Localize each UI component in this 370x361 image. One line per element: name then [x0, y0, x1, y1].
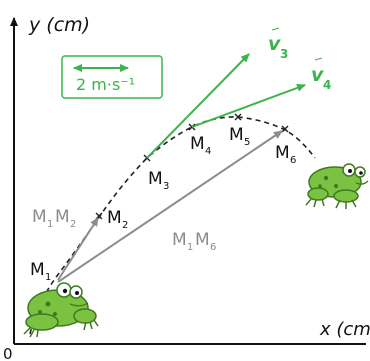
- svg-text:M: M: [190, 134, 205, 154]
- marker-m6: [281, 125, 289, 133]
- y-axis-label: y (cm): [28, 14, 90, 36]
- vector-v4: [191, 84, 306, 128]
- svg-text:1: 1: [45, 272, 51, 283]
- label-m3: M 3: [148, 169, 169, 192]
- svg-text:v: v: [311, 64, 324, 86]
- svg-text:M: M: [195, 230, 210, 250]
- label-m5: M 5: [229, 125, 250, 148]
- label-m2: M 2: [107, 208, 128, 231]
- vector-v3: [146, 53, 250, 159]
- label-m1m6: M 1 M 6: [172, 230, 216, 253]
- svg-text:3: 3: [163, 181, 169, 192]
- svg-text:1: 1: [47, 219, 53, 230]
- scale-label: 2 m·s⁻¹: [76, 75, 135, 94]
- svg-text:M: M: [107, 208, 122, 228]
- svg-text:6: 6: [210, 242, 216, 253]
- svg-text:5: 5: [244, 137, 250, 148]
- svg-text:3: 3: [280, 47, 288, 61]
- label-m6: M 6: [275, 143, 296, 166]
- frog-start-illustration: [23, 282, 99, 338]
- label-v4: v 4: [311, 57, 331, 92]
- svg-text:M: M: [172, 230, 187, 250]
- label-m1m2: M 1 M 2: [32, 207, 76, 230]
- position-markers: [95, 113, 289, 220]
- frog-end-illustration: [305, 163, 369, 209]
- label-m1: M 1: [30, 260, 51, 283]
- svg-text:M: M: [148, 169, 163, 189]
- marker-m5: [234, 113, 242, 121]
- svg-text:4: 4: [205, 146, 211, 157]
- origin-label: 0: [3, 345, 13, 361]
- svg-text:M: M: [275, 143, 290, 163]
- x-axis-label: x (cm): [319, 319, 370, 340]
- svg-text:2: 2: [122, 220, 128, 231]
- velocity-scale: 2 m·s⁻¹: [61, 55, 163, 99]
- svg-text:6: 6: [290, 155, 296, 166]
- vector-m1m6: [57, 130, 283, 283]
- svg-text:1: 1: [187, 242, 193, 253]
- svg-text:M: M: [229, 125, 244, 145]
- svg-text:M: M: [55, 207, 70, 227]
- label-v3: v 3: [268, 27, 288, 61]
- svg-text:2: 2: [70, 219, 76, 230]
- vector-m1m2: [57, 217, 99, 281]
- svg-text:4: 4: [323, 78, 331, 92]
- svg-text:v: v: [268, 33, 281, 55]
- svg-text:M: M: [30, 260, 45, 280]
- label-m4: M 4: [190, 134, 211, 157]
- svg-text:M: M: [32, 207, 47, 227]
- axes: y (cm) x (cm) 0: [3, 14, 370, 361]
